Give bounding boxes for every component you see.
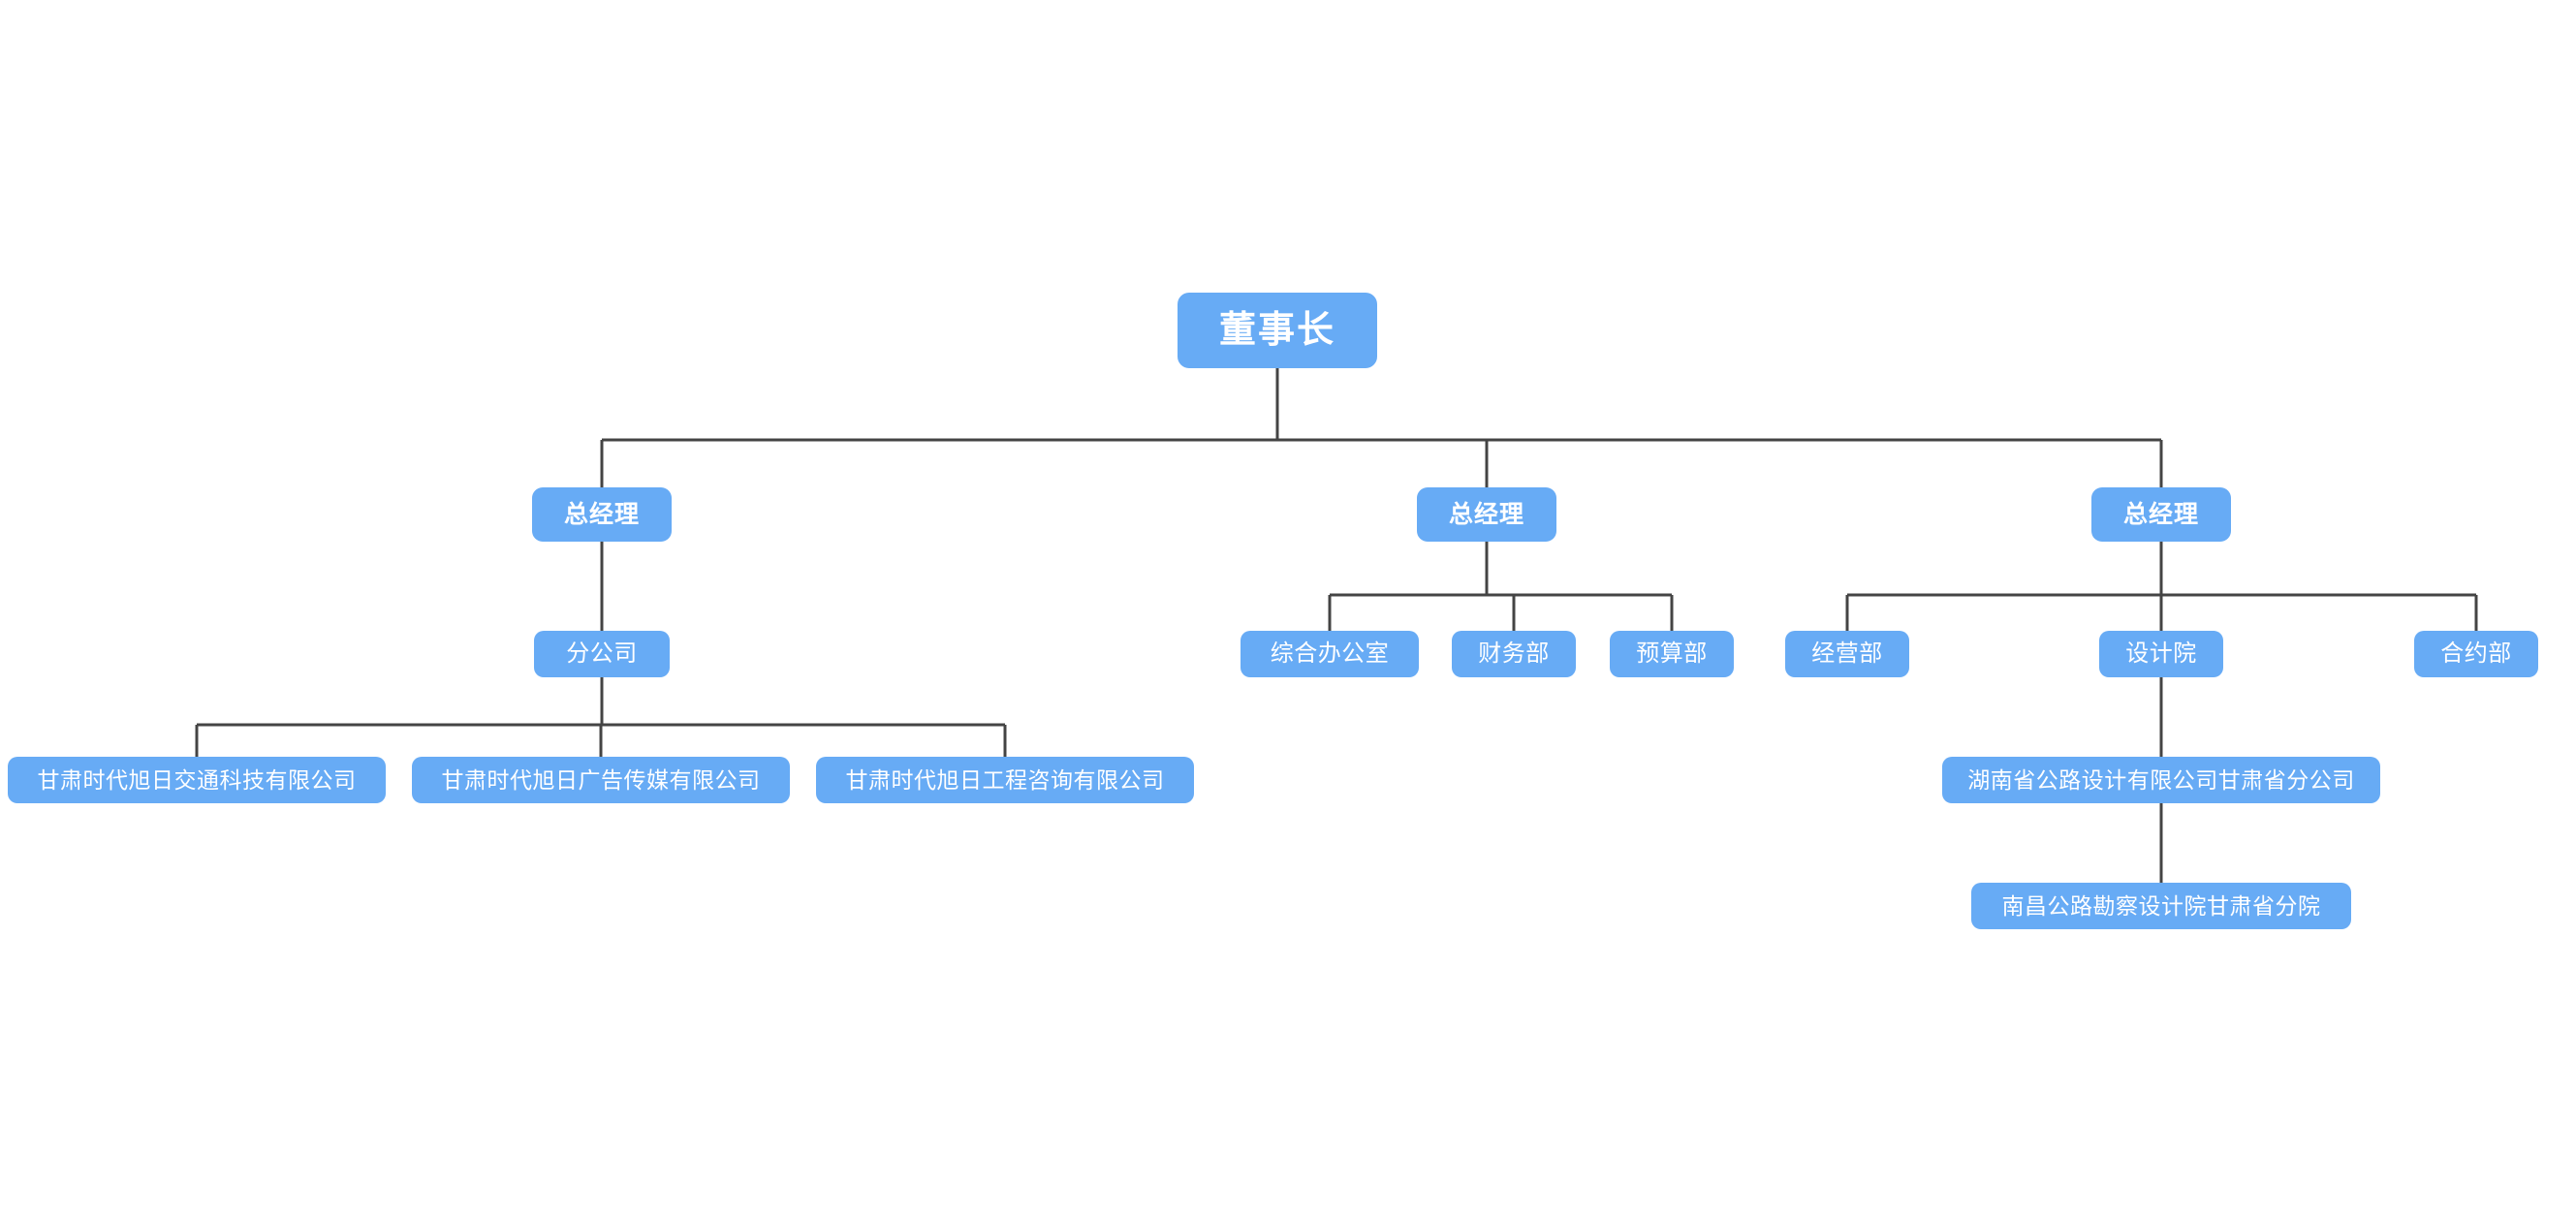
org-node-n10[interactable]: 合约部	[2414, 631, 2538, 677]
org-node-n12[interactable]: 甘肃时代旭日广告传媒有限公司	[412, 757, 790, 803]
org-node-n3[interactable]: 总经理	[2091, 487, 2231, 542]
org-node-n8[interactable]: 经营部	[1785, 631, 1909, 677]
org-node-n5[interactable]: 综合办公室	[1241, 631, 1419, 677]
org-node-n15[interactable]: 南昌公路勘察设计院甘肃省分院	[1971, 883, 2351, 929]
org-node-n1[interactable]: 总经理	[532, 487, 672, 542]
org-node-n0[interactable]: 董事长	[1178, 293, 1377, 368]
org-node-n14[interactable]: 湖南省公路设计有限公司甘肃省分公司	[1942, 757, 2380, 803]
org-node-n9[interactable]: 设计院	[2099, 631, 2223, 677]
org-node-n2[interactable]: 总经理	[1417, 487, 1556, 542]
org-node-n13[interactable]: 甘肃时代旭日工程咨询有限公司	[816, 757, 1194, 803]
org-node-n7[interactable]: 预算部	[1610, 631, 1734, 677]
org-node-n4[interactable]: 分公司	[534, 631, 670, 677]
org-node-n6[interactable]: 财务部	[1452, 631, 1576, 677]
org-node-n11[interactable]: 甘肃时代旭日交通科技有限公司	[8, 757, 386, 803]
